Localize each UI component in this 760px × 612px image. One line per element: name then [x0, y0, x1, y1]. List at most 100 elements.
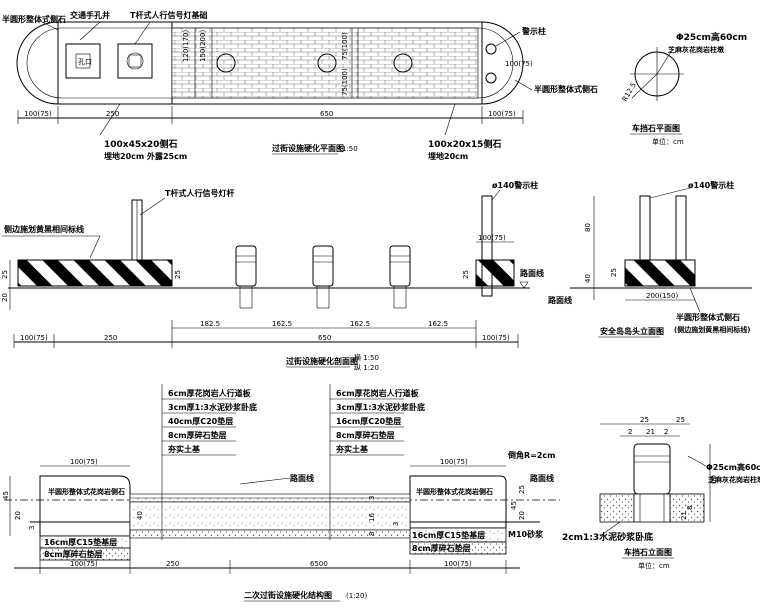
- elev-title: 过街设施硬化剖面图: [286, 356, 358, 366]
- sec-top-left: 100(75): [70, 458, 98, 466]
- plan-note-left-2: 埋地20cm 外露25cm: [104, 151, 187, 161]
- sec-title: 二次过街设施硬化结构图: [244, 590, 332, 600]
- island-road-label: 路面线: [548, 295, 572, 305]
- plan-scale: 1:50: [342, 145, 358, 153]
- sec-v-45: 45: [2, 491, 10, 500]
- elev-dim-3: 650: [318, 334, 331, 342]
- plan-view: 孔口 120(170) 150(200) 75(100) 75(100) 100…: [2, 10, 598, 161]
- sec-scale: (1:20): [346, 592, 367, 600]
- island-v25: 25: [610, 268, 618, 277]
- bollard-elev-note: Φ25cm高60cm: [706, 462, 760, 472]
- bollard-dim-1: 25: [640, 416, 649, 424]
- bollard-elev-note-2: 芝麻灰花岗岩柱墩: [708, 475, 760, 484]
- sec-layer-right-4: 8cm厚碎石垫层: [336, 430, 395, 440]
- sec-layer-left-2: 3cm厚1:3水泥砂浆卧底: [168, 402, 257, 412]
- bollard-dim-3: 21: [646, 428, 655, 436]
- elev-dim-2: 250: [104, 334, 117, 342]
- plan-note-right-1: 100x20x15侧石: [428, 138, 501, 150]
- sec-v-45b: 45: [510, 501, 518, 510]
- island-elevation: ø140警示柱 80 40 25 路面线 200(150) 半圆形整体式侧石 (…: [548, 180, 752, 338]
- island-v80: 80: [584, 223, 592, 232]
- plan-signal-label: T杆式人行信号灯基础: [130, 10, 207, 20]
- elevation-view: T杆式人行信号灯杆 侧边施划黄黑相间标线: [1, 180, 544, 372]
- sec-layer-left-5: 夯实土基: [167, 444, 201, 454]
- plan-dim-1: 100(75): [24, 110, 52, 118]
- sec-layer-left-4: 8cm厚碎石垫层: [168, 430, 227, 440]
- elev-spacing-1: 182.5: [200, 320, 220, 328]
- island-note-2: (侧边施划黄黑相间标线): [674, 325, 750, 334]
- sec-dim-4: 100(75): [444, 560, 472, 568]
- bollard-mortar: 2cm1:3水泥砂浆卧底: [562, 531, 653, 543]
- bollard-v60: 60: [710, 475, 718, 484]
- elev-bollard-1: [235, 245, 257, 309]
- sec-layer-right-1: 6cm厚花岗岩人行道板: [336, 388, 420, 398]
- elev-spacing-2: 162.5: [272, 320, 292, 328]
- sec-curb-right: 半圆形整体式花岗岩侧石: [416, 487, 493, 496]
- plan-dim-3: 650: [320, 110, 333, 118]
- sec-layer-left-1: 6cm厚花岗岩人行道板: [168, 388, 252, 398]
- island-title: 安全岛岛头立面图: [600, 326, 664, 336]
- plan-note-right-2: 埋地20cm: [428, 151, 468, 161]
- elev-spacing-4: 162.5: [428, 320, 448, 328]
- sec-v-25: 25: [518, 485, 526, 494]
- sec-dim-3: 6500: [310, 560, 328, 568]
- plan-vdim-1: 120(170): [182, 30, 190, 62]
- elev-stripe-label: 侧边施划黄黑相间标线: [4, 224, 84, 234]
- elev-scale-2: 纵 1:20: [354, 364, 379, 372]
- bollard-elevation: 25 2 21 2 25 Φ25cm高60cm 芝麻灰花岗岩柱墩 60 8 21…: [562, 416, 760, 570]
- elev-dim-4: 100(75): [482, 334, 510, 342]
- sec-layer-right-5: 夯实土基: [335, 444, 369, 454]
- sec-road-line-2: 路面线: [530, 473, 554, 483]
- bollard-plan-unit: 单位：cm: [652, 137, 684, 146]
- bollard-v8: 8: [686, 506, 694, 510]
- elev-vdim-25: 25: [1, 270, 9, 279]
- plan-handhole-label: 交通手孔井: [70, 10, 110, 20]
- bollard-elev-title: 车挡石立面图: [624, 547, 672, 557]
- plan-curb-left-label: 半圆形整体式侧石: [2, 14, 66, 24]
- elev-post-label: ø140警示柱: [492, 180, 538, 190]
- elev-scale-1: 横 1:50: [354, 353, 379, 362]
- bollard-plan-note: Φ25cm高60cm: [676, 31, 747, 43]
- sec-v-8: 8: [368, 532, 376, 536]
- sec-v-3: 3: [28, 526, 36, 530]
- bollard-dim-4: 2: [664, 428, 668, 436]
- plan-warning-label: 警示柱: [521, 26, 546, 36]
- plan-title: 过街设施硬化平面图: [272, 143, 344, 153]
- sec-dim-2: 250: [166, 560, 179, 568]
- elev-dim-1: 100(75): [20, 334, 48, 342]
- sec-base-left-1: 16cm厚C15垫基层: [44, 537, 117, 547]
- sec-road-line: 路面线: [290, 473, 314, 483]
- sec-chamfer: 倒角R=2cm: [507, 450, 556, 460]
- plan-vdim-3: 75(100): [341, 32, 349, 60]
- sec-v-3c: 3: [392, 522, 400, 526]
- plan-vdim-4: 75(100): [341, 68, 349, 96]
- sec-layer-right-2: 3cm厚1:3水泥砂浆卧底: [336, 402, 425, 412]
- elev-pole-label: T杆式人行信号灯杆: [165, 188, 234, 198]
- elev-bollard-2: [312, 245, 334, 309]
- island-v40: 40: [584, 274, 592, 283]
- elev-vdim-25c: 25: [462, 270, 470, 279]
- elev-spacing-3: 162.5: [350, 320, 370, 328]
- sec-v-16: 16: [368, 513, 376, 522]
- structure-section: 半圆形整体式花岗岩侧石 16cm厚C15垫基层 8cm厚碎石垫层 半圆形整体式花…: [2, 384, 560, 602]
- sec-v-3b: 3: [368, 496, 376, 500]
- elev-road-label: 路面线: [520, 268, 544, 278]
- island-dim: 200(150): [646, 292, 678, 300]
- island-note-1: 半圆形整体式侧石: [676, 312, 740, 322]
- plan-note-left-1: 100x45x20侧石: [104, 138, 177, 150]
- plan-dim-2: 250: [106, 110, 119, 118]
- elev-small-dim: 100(75): [478, 234, 506, 242]
- sec-base-right-1: 16cm厚C15垫基层: [412, 530, 485, 540]
- sec-v-20b: 20: [518, 511, 526, 520]
- sec-v-20: 20: [14, 511, 22, 520]
- sec-layer-left-3: 40cm厚C20垫层: [168, 416, 233, 426]
- island-post-label: ø140警示柱: [688, 180, 734, 190]
- plan-vdim-5: 100(75): [505, 60, 533, 68]
- bollard-plan-note-2: 芝麻灰花岗岩柱墩: [668, 45, 725, 54]
- plan-dim-4: 100(75): [488, 110, 516, 118]
- elev-vdim-25b: 25: [174, 270, 182, 279]
- bollard-v21: 21: [680, 511, 688, 520]
- bollard-plan-title: 车挡石平面图: [632, 123, 680, 133]
- sec-base-left-2: 8cm厚碎石垫层: [44, 549, 103, 559]
- elev-vdim-20: 20: [1, 293, 9, 302]
